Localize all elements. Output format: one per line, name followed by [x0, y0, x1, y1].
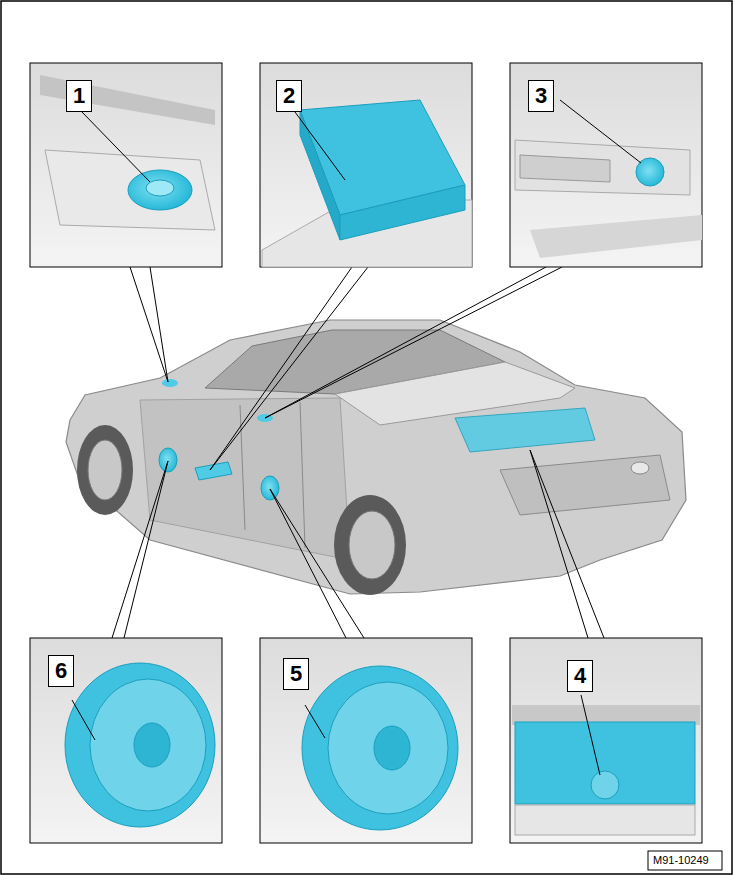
detail-panel: 5: [260, 638, 472, 843]
callout-number: 1: [66, 80, 92, 112]
detail-panel: [260, 638, 472, 843]
detail-panel: [30, 638, 222, 843]
callout-number: 6: [48, 655, 74, 687]
figure-code: M91-10249: [648, 851, 722, 870]
detail-panel: 3: [510, 63, 702, 267]
figure-code: M91-10249: [648, 851, 714, 869]
detail-panel: 1: [30, 63, 222, 267]
callout-number: 5: [283, 658, 309, 690]
detail-panel: [510, 638, 702, 843]
detail-panel: [510, 63, 702, 267]
detail-panel: 6: [30, 638, 222, 843]
detail-panel: 2: [260, 63, 472, 267]
callout-number: 2: [276, 80, 302, 112]
detail-panel: [30, 63, 222, 267]
detail-panel: [260, 63, 472, 267]
leader-line: [112, 267, 604, 638]
code-box: [648, 851, 722, 870]
detail-panel: 4: [510, 638, 702, 843]
callout-number: 4: [567, 660, 593, 692]
callout-number: 3: [528, 80, 554, 112]
